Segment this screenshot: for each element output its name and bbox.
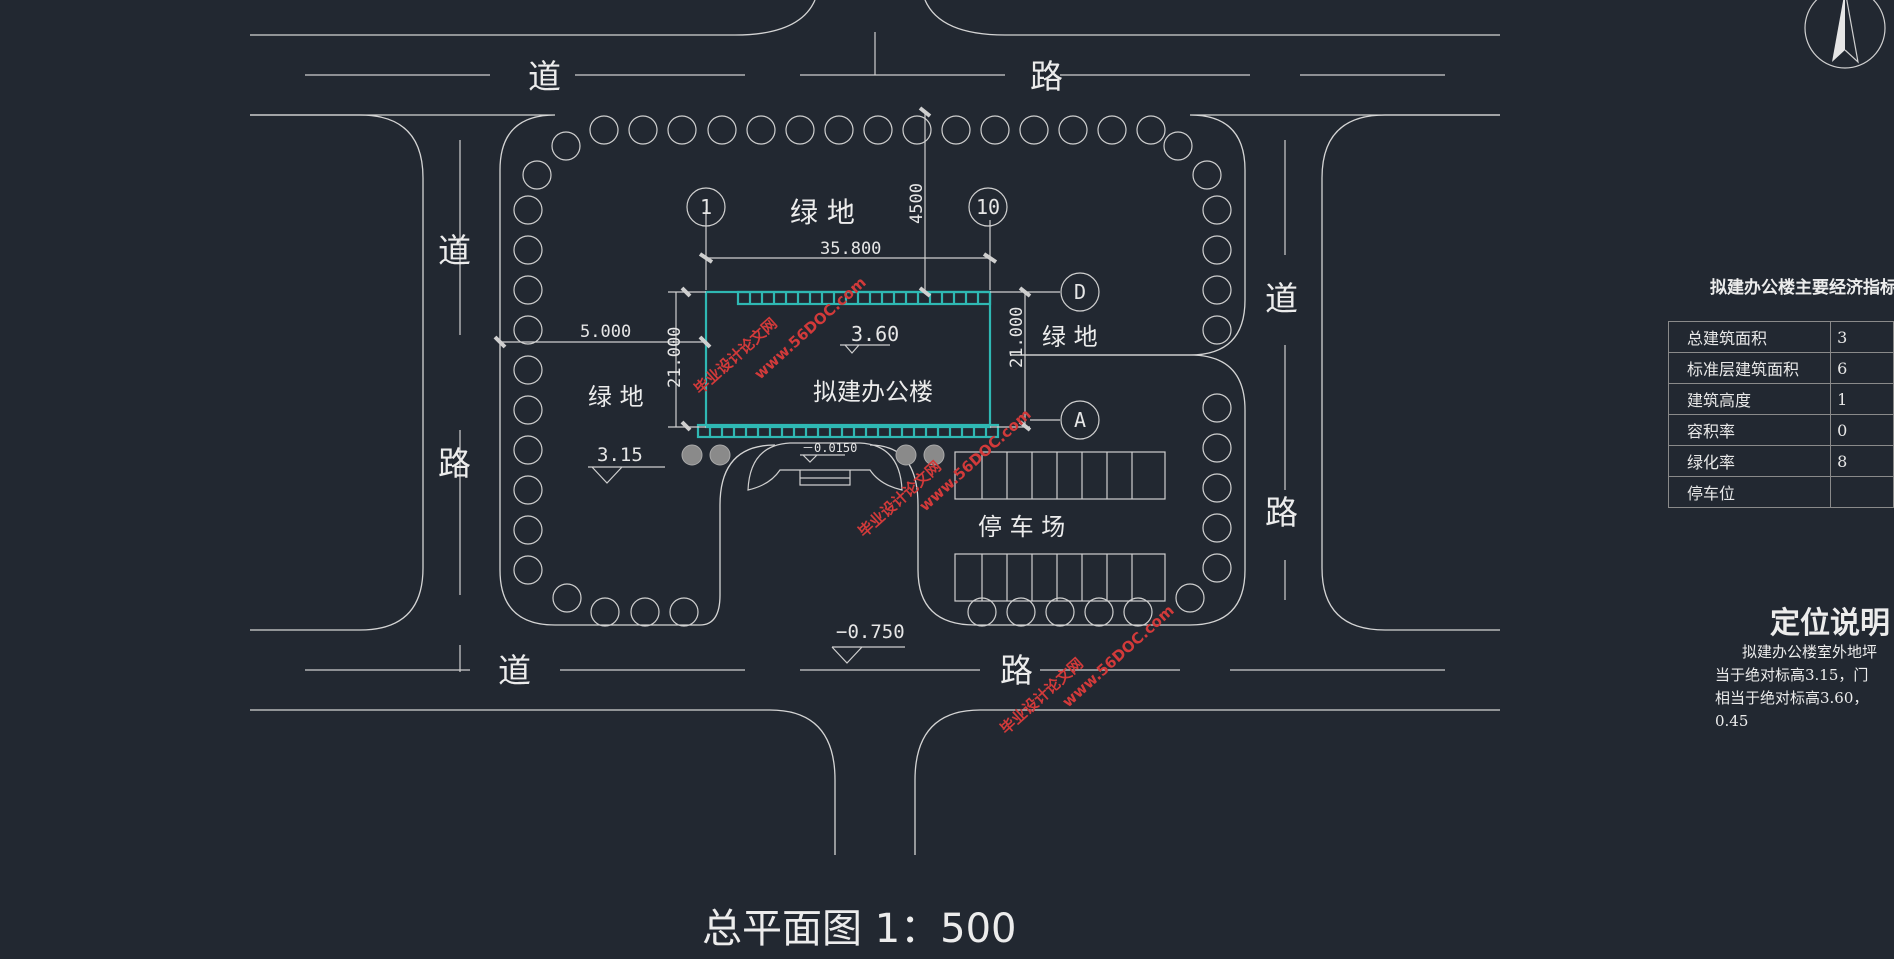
axis-label-10: 10 (976, 195, 1000, 219)
dimension-width-right: 21.000 (1007, 307, 1027, 368)
dimension-width-left: 21.000 (665, 327, 685, 388)
road-label: 道 (438, 231, 471, 270)
green-area-label: 绿 地 (790, 196, 855, 229)
table-label-cell: 标准层建筑面积 (1667, 352, 1832, 384)
road-lines (250, 0, 1500, 855)
table-value-cell: 6 (1830, 352, 1894, 384)
green-area-label: 绿 地 (1042, 323, 1098, 351)
table-title: 拟建办公楼主要经济指标 (1710, 278, 1894, 298)
table-value-cell: 0 (1830, 414, 1894, 446)
dimension-setback-left: 5.000 (580, 322, 631, 342)
table-value-cell (1830, 476, 1894, 508)
elevation-marks (588, 344, 905, 664)
road-label: 道 (498, 651, 531, 690)
location-text-line-4: 0.45 (1715, 712, 1749, 730)
axis-label-d: D (1074, 280, 1086, 304)
road-label: 路 (438, 444, 471, 483)
green-area-label: 绿 地 (588, 383, 644, 411)
tree-row (513, 115, 1232, 627)
axis-label-1: 1 (700, 195, 712, 219)
dimension-length: 35.800 (820, 239, 881, 259)
table-label-cell: 停车位 (1667, 476, 1832, 508)
parking-stalls (954, 451, 1166, 602)
axis-labels: 1 10 D A (700, 195, 1086, 432)
road-label: 路 (1265, 493, 1298, 532)
table-label-cell: 总建筑面积 (1667, 321, 1832, 353)
north-arrow-icon (1804, 0, 1886, 69)
axis-label-a: A (1074, 408, 1086, 432)
location-text-line-2: 当于绝对标高3.15，门 (1715, 666, 1869, 684)
road-label: 路 (1030, 57, 1063, 96)
elevation-entrance: －0.0150 (802, 441, 857, 455)
elevation-road: −0.750 (836, 621, 905, 643)
table-value-cell: 8 (1830, 445, 1894, 477)
drawing-title: 总平面图 1：500 (702, 906, 1017, 952)
dimension-texts: 35.800 21.000 21.000 5.000 4500 (580, 183, 1027, 388)
road-label: 路 (1000, 651, 1033, 690)
table-row: 停车位 (1667, 476, 1894, 508)
table-label-cell: 建筑高度 (1667, 383, 1832, 415)
elevation-site: 3.15 (597, 444, 643, 466)
road-label: 道 (1265, 279, 1298, 318)
watermark: www.56DOC.com (1059, 601, 1178, 711)
proposed-office-building (681, 290, 1000, 491)
watermarks: 毕业设计论文网 www.56DOC.com 毕业设计论文网 www.56DOC.… (691, 273, 1178, 738)
road-label: 道 (528, 57, 561, 96)
elevation-texts: 3.60 3.15 －0.0150 −0.750 (597, 322, 905, 643)
dimension-lines (493, 106, 1100, 440)
table-value-cell: 1 (1830, 383, 1894, 415)
parking-label: 停 车 场 (978, 513, 1065, 541)
location-heading: 定位说明 (1770, 606, 1890, 641)
road-labels: 道 路 道 路 道 路 道 路 (438, 57, 1298, 690)
dimension-setback-top: 4500 (907, 183, 927, 224)
building-label: 拟建办公楼 (813, 378, 933, 406)
table-label-cell: 容积率 (1667, 414, 1832, 446)
location-text-line-3: 相当于绝对标高3.60， (1715, 689, 1869, 707)
elevation-floor: 3.60 (851, 322, 899, 346)
location-text-line-1: 拟建办公楼室外地坪 (1742, 643, 1878, 661)
table-value-cell: 3 (1830, 321, 1894, 353)
table-label-cell: 绿化率 (1667, 445, 1832, 477)
